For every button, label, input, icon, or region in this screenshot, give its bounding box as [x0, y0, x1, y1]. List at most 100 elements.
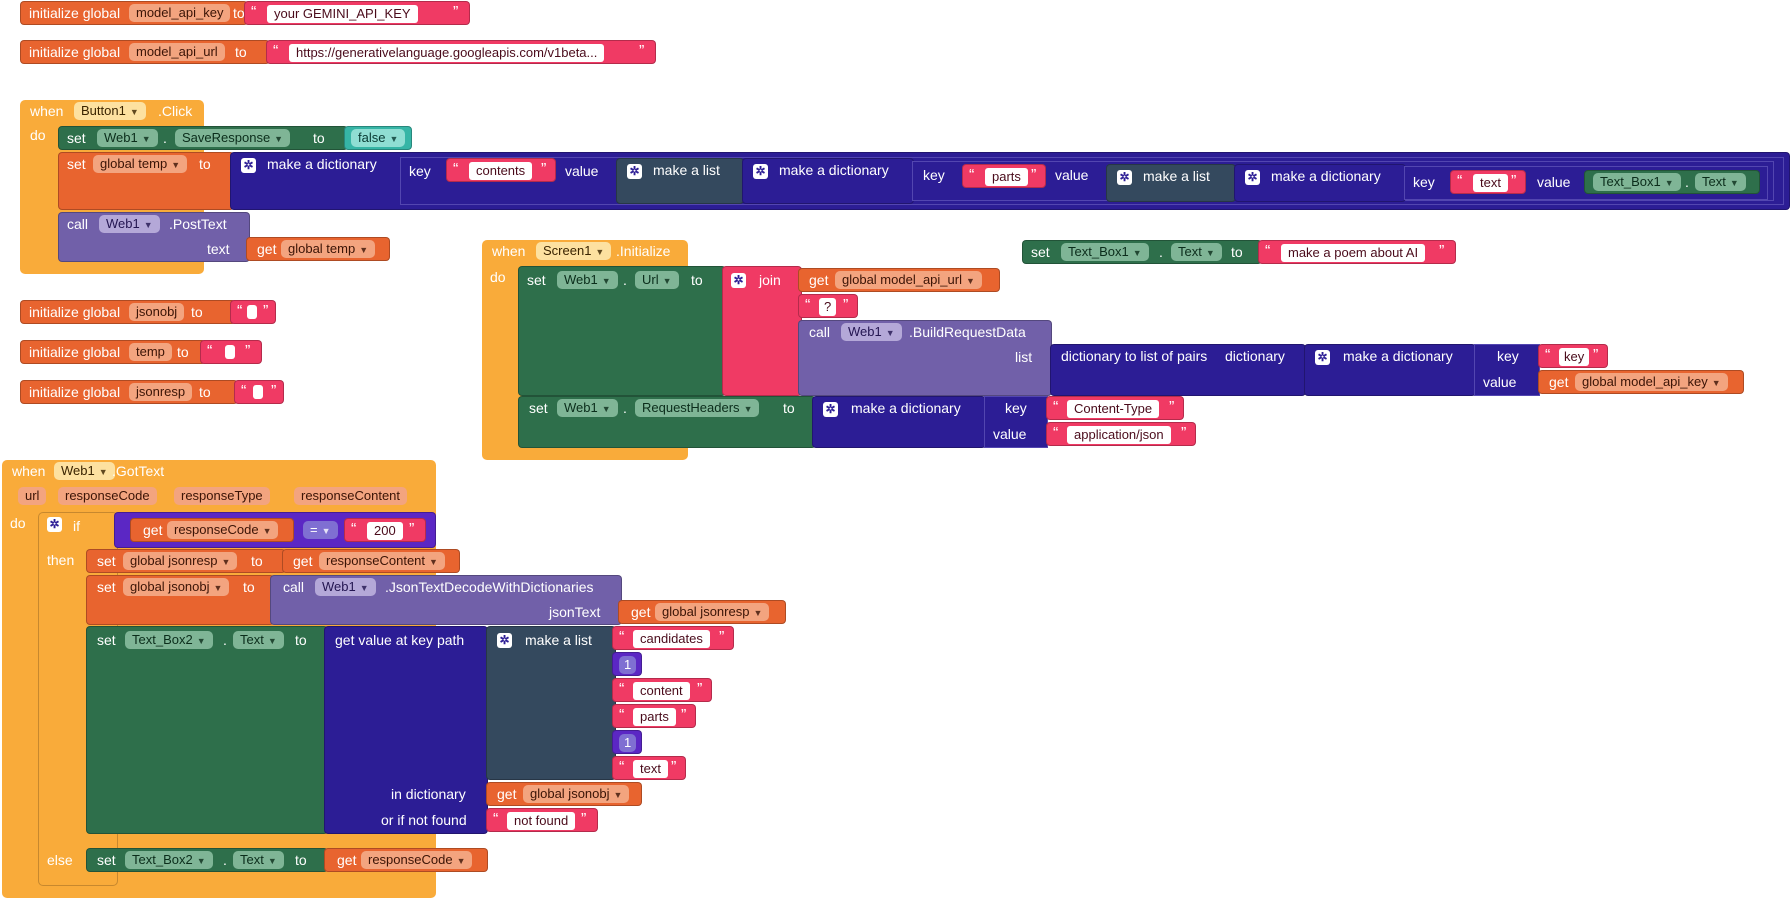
call-web1-buildrequestdata[interactable]: call Web1▼ .BuildRequestData list — [798, 320, 1052, 396]
init-global-jsonobj[interactable]: initialize global jsonobj to — [20, 300, 236, 324]
text-value-field[interactable]: not found — [507, 812, 576, 830]
component-dropdown[interactable]: Web1▼ — [99, 215, 160, 233]
get-global-jsonresp[interactable]: get global jsonresp▼ — [618, 600, 786, 624]
gear-icon[interactable]: ✲ — [753, 164, 768, 179]
event-param-responsetype[interactable]: responseType — [174, 487, 270, 505]
gear-icon[interactable]: ✲ — [241, 158, 256, 173]
text-text[interactable]: “ text ” — [1450, 170, 1526, 194]
set-text-box2-text-else[interactable]: set Text_Box2▼ . Text▼ to — [86, 848, 328, 872]
variable-dropdown[interactable]: global jsonresp▼ — [655, 603, 770, 621]
make-list-1[interactable]: ✲ make a list — [616, 158, 744, 204]
text-value-field[interactable] — [247, 305, 257, 319]
text-value-field[interactable]: candidates — [633, 630, 710, 648]
component-dropdown[interactable]: Web1▼ — [54, 462, 115, 480]
component-dropdown[interactable]: Screen1▼ — [536, 242, 612, 260]
gear-icon[interactable]: ✲ — [497, 633, 512, 648]
component-dropdown[interactable]: Text_Box1▼ — [1593, 173, 1681, 191]
number-1-b[interactable]: 1 — [612, 730, 642, 754]
global-name-field[interactable]: model_api_key — [129, 4, 231, 22]
text-block-api-key[interactable]: “ your GEMINI_API_KEY ” — [244, 1, 470, 25]
make-dictionary-3[interactable]: ✲ make a dictionary — [1234, 164, 1406, 202]
set-web1-url[interactable]: set Web1▼ . Url▼ to — [518, 266, 726, 396]
set-global-jsonresp[interactable]: set global jsonresp▼ to — [86, 549, 286, 573]
text-text-path[interactable]: “ text ” — [612, 756, 686, 780]
init-global-model-api-key[interactable]: initialize global model_api_key to — [20, 1, 248, 25]
event-param-responsecode[interactable]: responseCode — [58, 487, 157, 505]
init-global-model-api-url[interactable]: initialize global model_api_url to — [20, 40, 270, 64]
get-global-jsonobj[interactable]: get global jsonobj▼ — [486, 782, 642, 806]
join-block[interactable]: ✲ join — [722, 266, 802, 396]
text-value-field[interactable]: Content-Type — [1067, 400, 1160, 418]
make-list-2[interactable]: ✲ make a list — [1106, 164, 1236, 202]
text-value-field[interactable]: parts — [633, 708, 676, 726]
set-text-box1-text[interactable]: set Text_Box1▼ . Text▼ to — [1022, 240, 1262, 264]
text-parts-path[interactable]: “ parts ” — [612, 704, 696, 728]
text-value-field[interactable]: ? — [819, 298, 837, 316]
number-field[interactable]: 1 — [619, 656, 637, 674]
text-value-field[interactable]: make a poem about AI — [1281, 244, 1426, 262]
get-responsecode-else[interactable]: get responseCode▼ — [324, 848, 488, 872]
gear-icon[interactable]: ✲ — [627, 164, 642, 179]
boolean-dropdown[interactable]: false▼ — [351, 129, 406, 147]
variable-dropdown[interactable]: global jsonresp▼ — [123, 552, 238, 570]
gear-icon[interactable]: ✲ — [47, 517, 62, 532]
property-dropdown[interactable]: Url▼ — [635, 271, 679, 289]
init-global-temp[interactable]: initialize global temp to — [20, 340, 206, 364]
text-question[interactable]: “ ? ” — [798, 294, 858, 318]
set-web1-requestheaders[interactable]: set Web1▼ . RequestHeaders▼ to — [518, 396, 816, 448]
variable-dropdown[interactable]: global model_api_url▼ — [835, 271, 982, 289]
get-value-at-key-path[interactable]: get value at key path in dictionary or i… — [324, 626, 488, 834]
set-web1-saveresponse[interactable]: set Web1▼ . SaveResponse▼ to — [58, 126, 348, 150]
text-empty-jsonobj[interactable]: “ ” — [230, 300, 276, 324]
text-content-type[interactable]: “ Content-Type ” — [1046, 396, 1184, 420]
set-global-temp[interactable]: set global temp▼ to — [58, 152, 234, 210]
get-responsecode[interactable]: get responseCode▼ — [130, 518, 294, 542]
make-dictionary-headers[interactable]: ✲ make a dictionary — [812, 396, 986, 448]
text-value-field[interactable] — [225, 345, 235, 359]
gear-icon[interactable]: ✲ — [1245, 170, 1260, 185]
component-dropdown[interactable]: Web1▼ — [557, 271, 618, 289]
text-block-api-url[interactable]: “ https://generativelanguage.googleapis.… — [266, 40, 656, 64]
text-value-field[interactable]: text — [633, 760, 668, 778]
variable-dropdown[interactable]: responseContent▼ — [319, 552, 445, 570]
text-not-found[interactable]: “ not found ” — [486, 808, 598, 832]
text-empty-temp[interactable]: “ ” — [200, 340, 262, 364]
text-value-field[interactable] — [253, 385, 263, 399]
call-web1-jsontextdecode[interactable]: call Web1▼ .JsonTextDecodeWithDictionari… — [270, 575, 622, 625]
property-dropdown[interactable]: Text▼ — [1171, 243, 1222, 261]
event-param-url[interactable]: url — [18, 487, 47, 505]
variable-dropdown[interactable]: responseCode▼ — [361, 851, 473, 869]
dictionary-to-pairs[interactable]: dictionary to list of pairs dictionary — [1050, 344, 1306, 396]
text-poem-prompt[interactable]: “ make a poem about AI ” — [1258, 240, 1456, 264]
component-dropdown[interactable]: Web1▼ — [841, 323, 902, 341]
text-empty-jsonresp[interactable]: “ ” — [234, 380, 284, 404]
global-name-field[interactable]: model_api_url — [129, 43, 225, 61]
variable-dropdown[interactable]: global jsonobj▼ — [523, 785, 630, 803]
pair-key[interactable]: key value — [1474, 344, 1540, 396]
text-value-field[interactable]: 200 — [367, 522, 403, 540]
text-value-field[interactable]: https://generativelanguage.googleapis.co… — [289, 44, 605, 62]
text-200[interactable]: “ 200 ” — [344, 518, 426, 542]
variable-dropdown[interactable]: global temp▼ — [281, 240, 376, 258]
gear-icon[interactable]: ✲ — [823, 402, 838, 417]
text-value-field[interactable]: text — [1473, 174, 1508, 192]
global-name-field[interactable]: temp — [129, 343, 172, 361]
call-web1-posttext[interactable]: call Web1▼ .PostText text — [58, 212, 250, 262]
text-key[interactable]: “ key ” — [1538, 344, 1608, 368]
variable-dropdown[interactable]: global temp▼ — [93, 155, 188, 173]
init-global-jsonresp[interactable]: initialize global jsonresp to — [20, 380, 238, 404]
global-name-field[interactable]: jsonobj — [129, 303, 185, 321]
property-dropdown[interactable]: SaveResponse▼ — [175, 129, 291, 147]
component-dropdown[interactable]: Text_Box1▼ — [1061, 243, 1149, 261]
component-dropdown[interactable]: Web1▼ — [97, 129, 158, 147]
get-global-model-api-key[interactable]: get global model_api_key▼ — [1538, 370, 1744, 394]
text-content[interactable]: “ content ” — [612, 678, 712, 702]
property-dropdown[interactable]: Text▼ — [233, 851, 284, 869]
gear-icon[interactable]: ✲ — [1315, 350, 1330, 365]
text-candidates[interactable]: “ candidates ” — [612, 626, 734, 650]
text-value-field[interactable]: parts — [985, 168, 1028, 186]
global-name-field[interactable]: jsonresp — [129, 383, 193, 401]
make-dictionary-key[interactable]: ✲ make a dictionary — [1304, 344, 1476, 396]
boolean-false-block[interactable]: false▼ — [344, 126, 412, 150]
text-parts[interactable]: “ parts ” — [962, 164, 1046, 188]
